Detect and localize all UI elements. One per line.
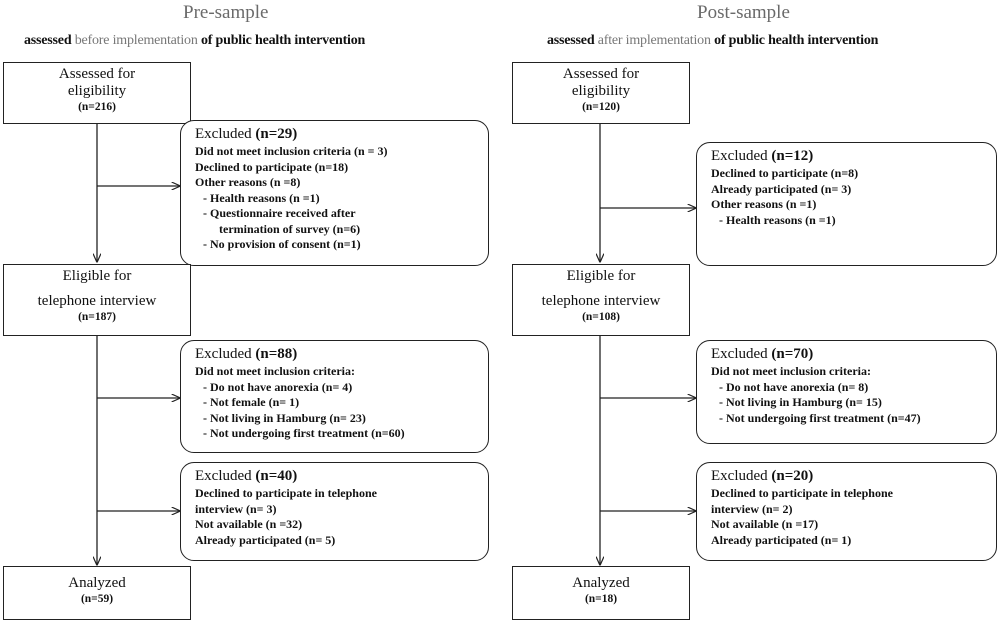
left-analyzed-box: Analyzed (n=59) [3,566,191,620]
right-excluded2-label: Excluded [711,346,768,362]
right-eligible-label2: telephone interview [541,293,661,309]
right-eligible-n: (n=108) [582,311,620,323]
left-excluded3-line: interview (n= 3) [195,501,277,516]
right-panel-subtitle: assessed after implementation of public … [547,33,878,49]
right-assessed-label1: Assessed for [562,66,640,82]
right-subtitle-c: of public health intervention [714,33,879,48]
left-excluded2-count: (n=88) [255,346,298,362]
left-excluded2-line: - Do not have anorexia (n= 4) [203,379,353,394]
right-panel-title: Post-sample [697,2,790,23]
left-analyzed-n: (n=59) [80,593,114,605]
left-excluded1-heading: Excluded (n=29) [195,125,488,143]
left-excluded3-line: Not available (n =32) [195,517,303,531]
right-analyzed-n: (n=18) [584,593,618,605]
right-analyzed-box: Analyzed (n=18) [512,566,690,620]
left-excluded1-line: Declined to participate (n=18) [195,159,349,174]
right-excluded1-line: Other reasons (n =1) [711,197,817,211]
left-subtitle-b: before implementation [74,33,198,48]
right-excluded3-line: Not available (n =17) [711,517,819,531]
right-excluded2-count: (n=70) [771,346,814,362]
right-excluded2-line: - Not undergoing first treatment (n=47) [719,410,921,425]
left-assessed-label2: eligibility [67,83,127,99]
left-panel-title: Pre-sample [183,2,269,23]
right-excluded1-box: Excluded (n=12) Declined to participate … [696,142,997,266]
left-excluded1-box: Excluded (n=29) Did not meet inclusion c… [180,120,489,266]
left-excluded2-heading: Excluded (n=88) [195,345,488,363]
right-assessed-n: (n=120) [582,101,620,113]
right-excluded1-label: Excluded [711,148,768,164]
right-excluded2-line: Did not meet inclusion criteria: [711,364,871,378]
right-excluded2-box: Excluded (n=70) Did not meet inclusion c… [696,340,997,444]
left-assessed-label1: Assessed for [58,66,136,82]
left-excluded2-line: Did not meet inclusion criteria: [195,364,355,378]
left-excluded2-line: - Not living in Hamburg (n= 23) [203,410,366,425]
right-excluded3-box: Excluded (n=20) Declined to participate … [696,462,997,561]
left-excluded1-count: (n=29) [255,126,298,142]
left-excluded1-line: - No provision of consent (n=1) [203,237,361,251]
left-excluded3-label: Excluded [195,468,252,484]
right-excluded1-heading: Excluded (n=12) [711,147,996,165]
right-excluded1-line: Already participated (n= 3) [711,181,852,196]
right-excluded2-line: - Not living in Hamburg (n= 15) [719,395,882,409]
left-excluded2-label: Excluded [195,346,252,362]
left-excluded2-line: - Not female (n= 1) [203,395,300,409]
right-excluded1-line: - Health reasons (n =1) [719,212,836,227]
left-excluded3-line: Already participated (n= 5) [195,532,336,547]
left-subtitle-a: assessed [24,33,72,48]
left-excluded1-line: - Health reasons (n =1) [203,190,320,205]
left-excluded1-line: Did not meet inclusion criteria (n = 3) [195,144,388,158]
left-excluded3-count: (n=40) [255,468,298,484]
right-subtitle-b: after implementation [597,33,711,48]
right-excluded3-line: Already participated (n= 1) [711,532,852,547]
right-excluded3-count: (n=20) [771,468,814,484]
left-excluded3-line: Declined to participate in telephone [195,486,377,500]
left-excluded3-box: Excluded (n=40) Declined to participate … [180,462,489,561]
left-excluded1-label: Excluded [195,126,252,142]
right-analyzed-label: Analyzed [572,575,630,591]
right-subtitle-a: assessed [547,33,595,48]
left-eligible-n: (n=187) [78,311,116,323]
right-excluded3-line: interview (n= 2) [711,501,793,516]
left-eligible-box: Eligible for telephone interview (n=187) [3,264,191,336]
right-eligible-box: Eligible for telephone interview (n=108) [512,264,690,336]
left-subtitle-c: of public health intervention [200,33,366,48]
left-assessed-box: Assessed for eligibility (n=216) [3,62,191,124]
left-eligible-label2: telephone interview [37,293,157,309]
left-assessed-n: (n=216) [78,101,116,113]
right-excluded3-label: Excluded [711,468,768,484]
left-excluded1-line: Other reasons (n =8) [195,175,301,189]
right-excluded3-line: Declined to participate in telephone [711,486,893,500]
right-excluded2-line: - Do not have anorexia (n= 8) [719,379,869,394]
left-excluded3-heading: Excluded (n=40) [195,467,488,485]
right-excluded3-heading: Excluded (n=20) [711,467,996,485]
right-assessed-label2: eligibility [571,83,631,99]
left-excluded2-line: - Not undergoing first treatment (n=60) [203,426,405,440]
right-excluded2-heading: Excluded (n=70) [711,345,996,363]
left-panel-subtitle: assessed before implementation of public… [24,33,365,49]
left-eligible-label1: Eligible for [62,268,132,284]
left-excluded1-line: - Questionnaire received after [203,206,356,220]
left-excluded2-box: Excluded (n=88) Did not meet inclusion c… [180,340,489,453]
left-excluded1-line: termination of survey (n=6) [219,221,361,236]
right-excluded1-count: (n=12) [771,148,814,164]
right-excluded1-line: Declined to participate (n=8) [711,166,859,180]
right-eligible-label1: Eligible for [566,268,636,284]
right-assessed-box: Assessed for eligibility (n=120) [512,62,690,124]
left-analyzed-label: Analyzed [68,575,126,591]
